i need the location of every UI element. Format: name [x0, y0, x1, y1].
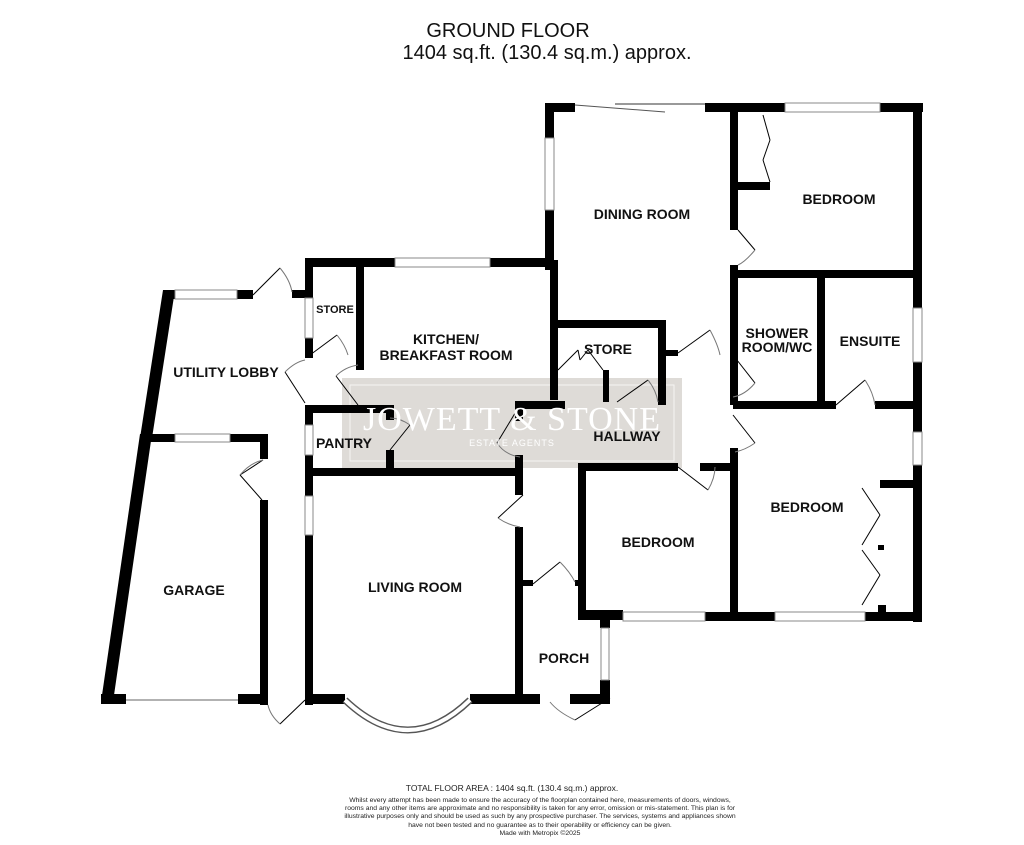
room-labels: DINING ROOM BEDROOM STORE KITCHEN/ BREAK…: [163, 191, 900, 666]
room-store-2: STORE: [584, 341, 632, 357]
watermark: [342, 378, 682, 468]
room-porch: PORCH: [539, 650, 590, 666]
disclaimer-text: Whilst every attempt has been made to en…: [344, 797, 736, 829]
walls: [101, 103, 923, 705]
floor-title: GROUND FLOOR: [426, 20, 590, 42]
room-shower-2: ROOM/WC: [742, 339, 813, 355]
windows: [126, 102, 923, 734]
room-store-1: STORE: [316, 304, 354, 316]
room-bedroom-1: BEDROOM: [802, 191, 875, 207]
room-bedroom-3: BEDROOM: [770, 499, 843, 515]
room-pantry: PANTRY: [316, 435, 373, 451]
room-ensuite: ENSUITE: [840, 333, 901, 349]
credit: Made with Metropix ©2025: [499, 829, 581, 837]
room-kitchen-1: KITCHEN/: [413, 331, 479, 347]
watermark-text: JOWETT & STONE ESTATE AGENTS: [363, 401, 661, 448]
room-utility: UTILITY LOBBY: [173, 364, 279, 380]
room-shower-1: SHOWER: [746, 325, 809, 341]
disclaimer: Whilst every attempt has been made to en…: [340, 797, 740, 838]
floor-area: 1404 sq.ft. (130.4 sq.m.) approx.: [402, 42, 692, 64]
total-floor-area: TOTAL FLOOR AREA : 1404 sq.ft. (130.4 sq…: [405, 783, 619, 793]
room-bedroom-2: BEDROOM: [621, 534, 694, 550]
room-dining: DINING ROOM: [594, 206, 690, 222]
svg-text:ESTATE AGENTS: ESTATE AGENTS: [469, 438, 555, 448]
room-garage: GARAGE: [163, 582, 224, 598]
room-living: LIVING ROOM: [368, 579, 462, 595]
svg-text:JOWETT & STONE: JOWETT & STONE: [363, 401, 661, 438]
doors: [239, 114, 881, 725]
room-kitchen-2: BREAKFAST ROOM: [380, 347, 513, 363]
room-hallway: HALLWAY: [593, 428, 661, 444]
